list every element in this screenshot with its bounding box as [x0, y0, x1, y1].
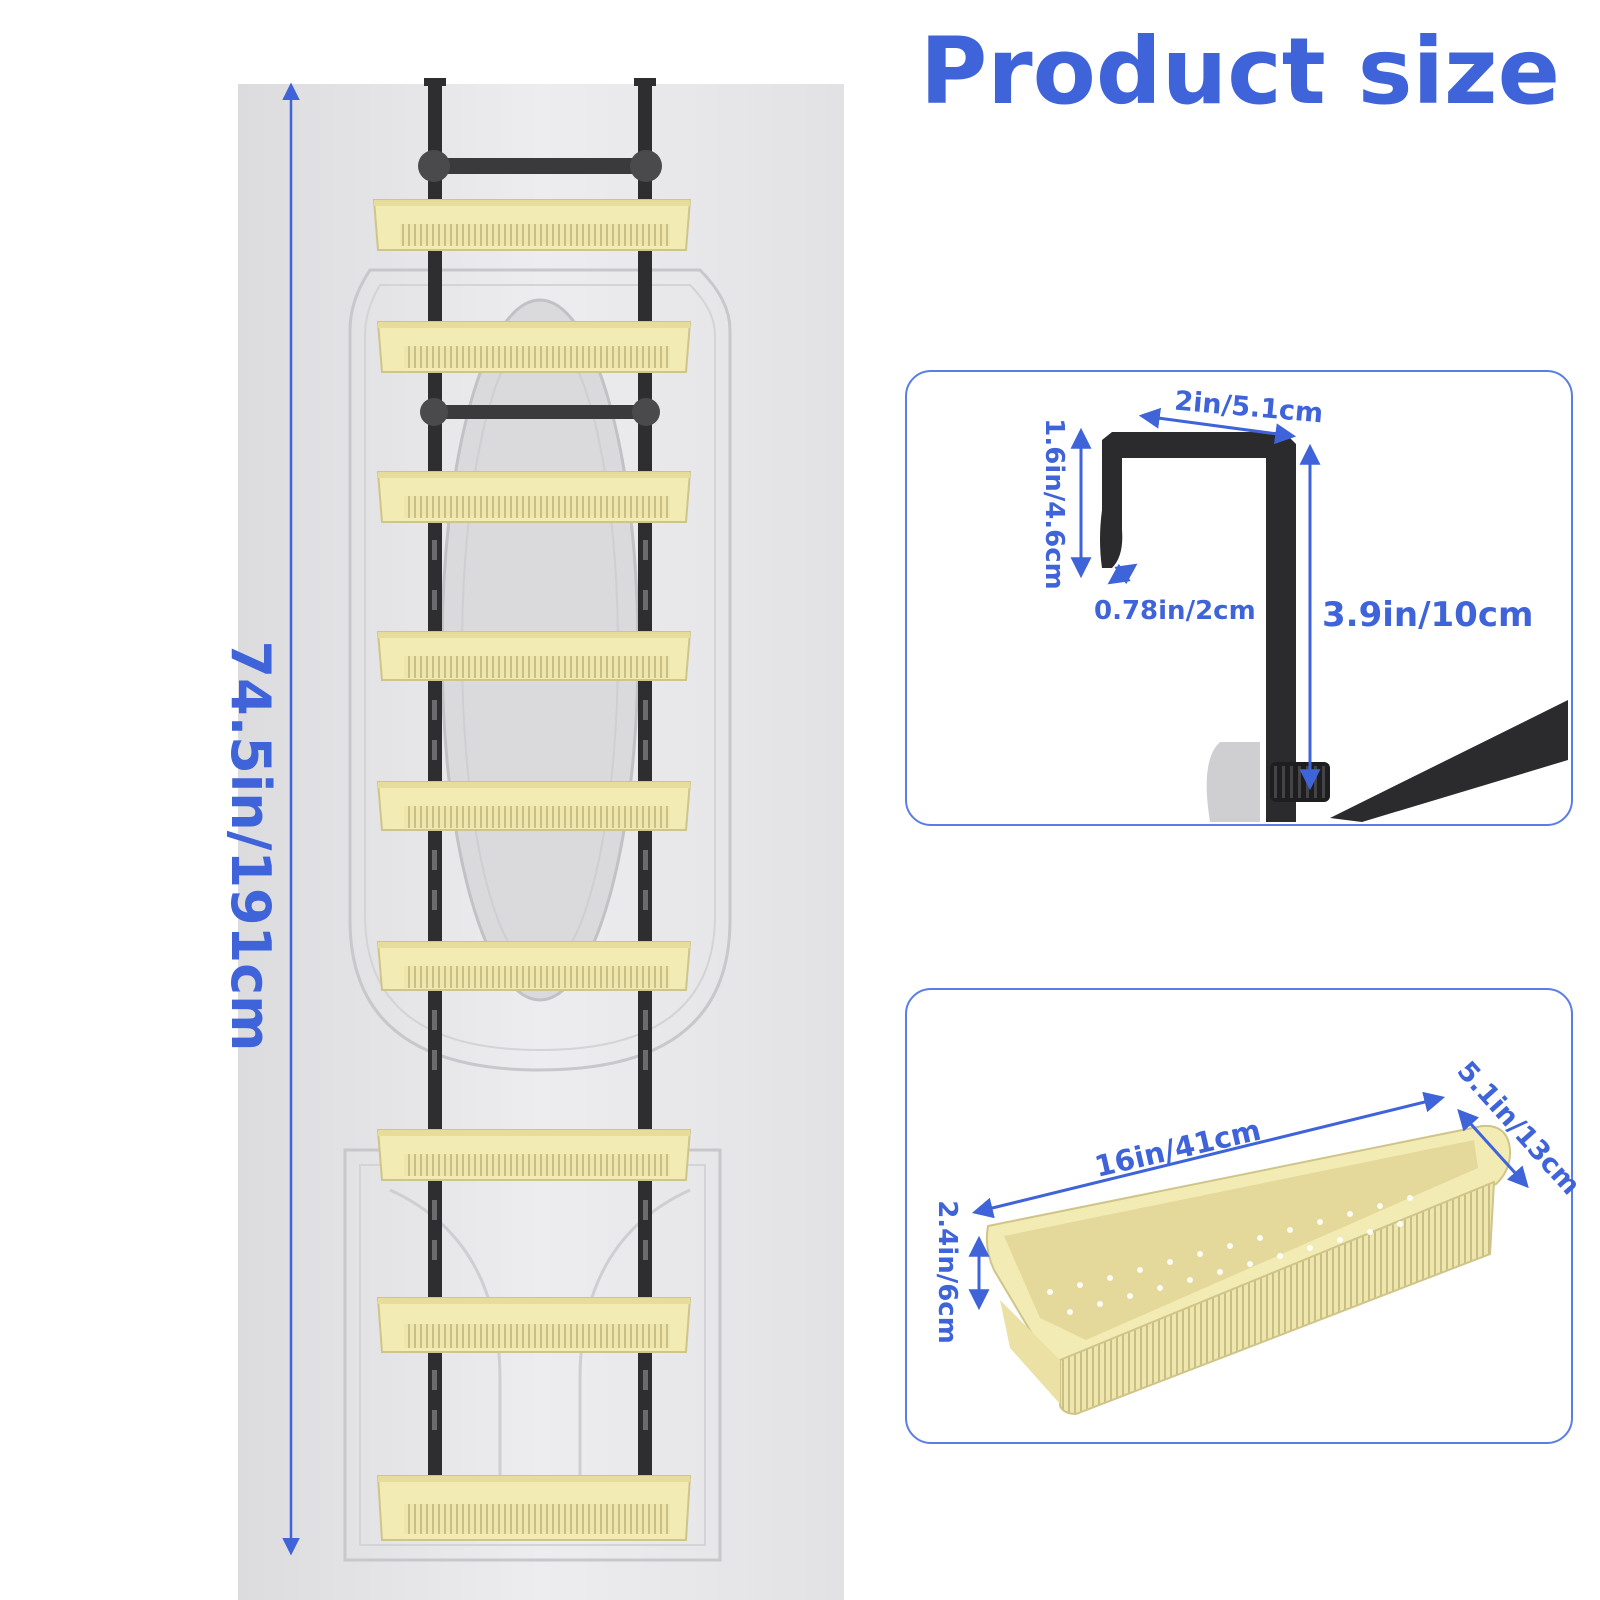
- shelf: [376, 1297, 692, 1353]
- hook-depth-label: 1.6in/4.6cm: [1039, 418, 1069, 590]
- door: [238, 84, 844, 1600]
- hook-gap-arrow: [1107, 563, 1138, 585]
- hook-width-arrow: [1138, 407, 1297, 445]
- shelves: [372, 199, 692, 1541]
- hook-illustration: [1100, 432, 1568, 822]
- basket-length-label: 16in/41cm: [1091, 1113, 1264, 1184]
- shelf: [372, 199, 692, 251]
- shelf: [376, 1475, 692, 1541]
- page-title: Product size: [919, 18, 1560, 125]
- shelf: [376, 941, 692, 991]
- total-height-label: 74.5in/191cm: [219, 641, 282, 1052]
- shelf: [376, 781, 692, 831]
- shelf: [376, 631, 692, 681]
- shelf: [376, 321, 692, 373]
- basket-length-arrow: [971, 1091, 1446, 1219]
- basket-height-label: 2.4in/6cm: [932, 1200, 962, 1344]
- shelf: [376, 471, 692, 523]
- basket-width-arrow: [1457, 1108, 1529, 1189]
- hook-gap-label: 0.78in/2cm: [1094, 596, 1256, 626]
- basket-illustration: [985, 1124, 1512, 1416]
- shelf: [376, 1129, 692, 1181]
- hook-height-label: 3.9in/10cm: [1322, 595, 1533, 635]
